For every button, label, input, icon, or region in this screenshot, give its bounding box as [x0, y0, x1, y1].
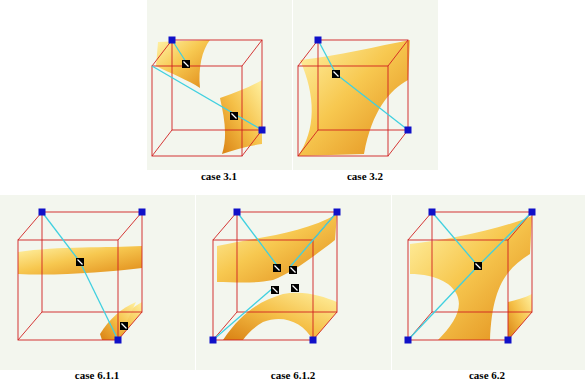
case-caption: case 6.1.2 — [271, 369, 315, 382]
case-caption: case 3.1 — [201, 170, 237, 183]
case-caption: case 6.2 — [469, 369, 505, 382]
case-caption: case 3.2 — [347, 170, 383, 183]
case-caption: case 6.1.1 — [75, 369, 119, 382]
